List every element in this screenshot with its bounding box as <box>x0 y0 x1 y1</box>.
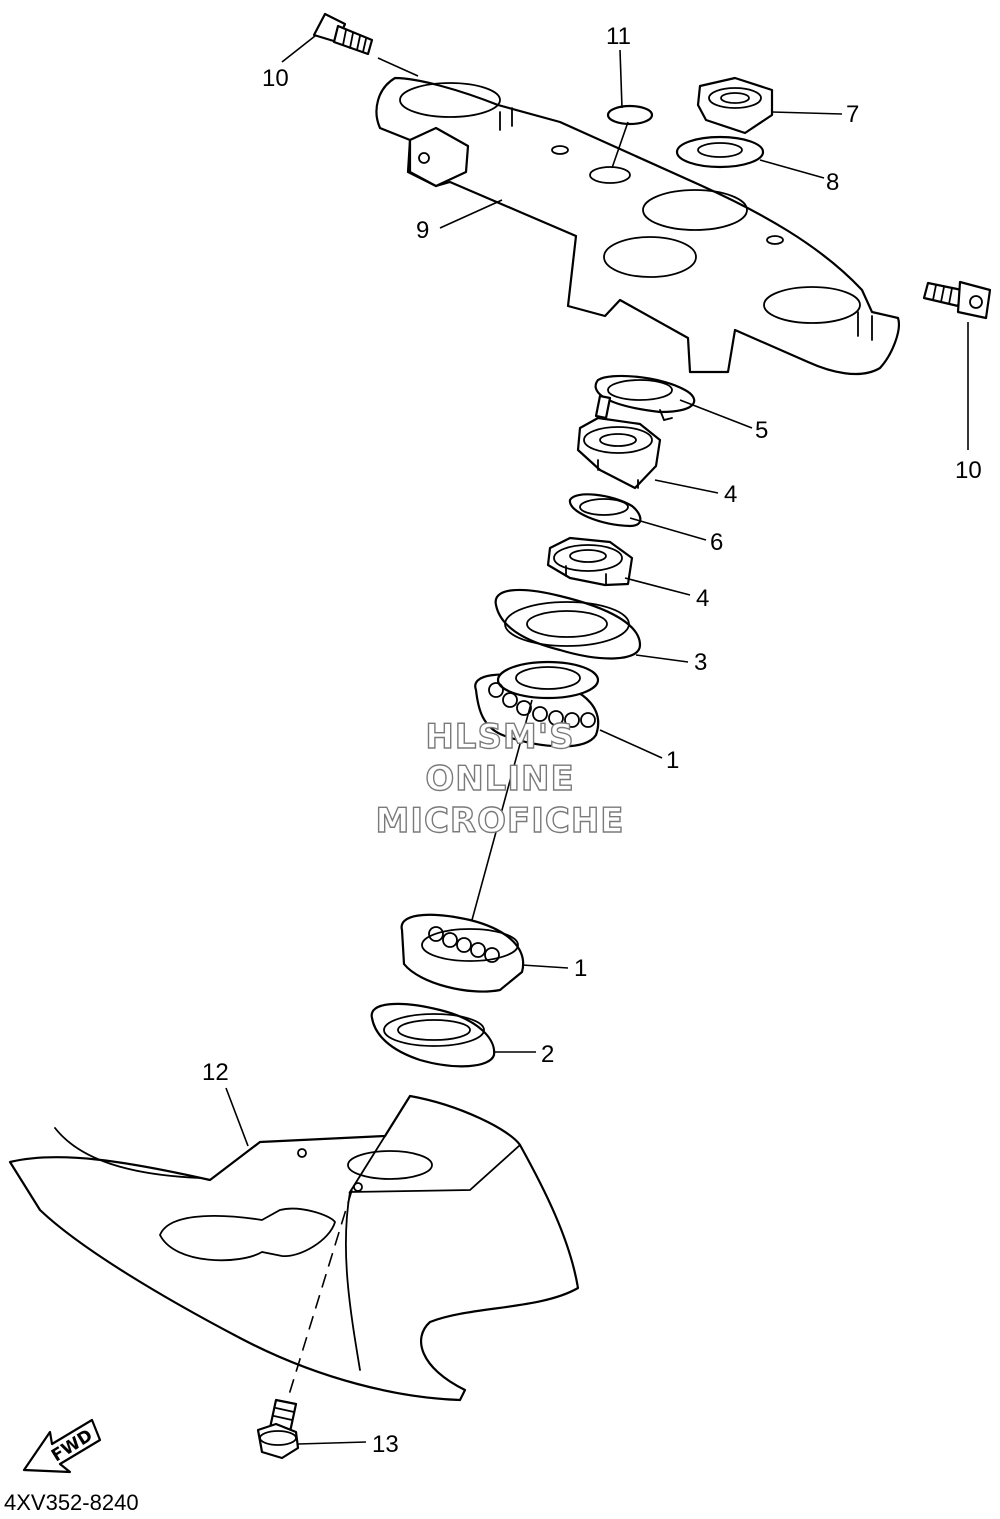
drawing-code: 4XV352-8240 <box>4 1490 139 1515</box>
callout-3: 3 <box>694 649 707 676</box>
washer-8 <box>675 135 765 169</box>
bearing-cover-3 <box>494 588 642 660</box>
ring-nut-4-upper <box>576 416 662 490</box>
callout-5: 5 <box>755 417 768 444</box>
callout-10-right: 10 <box>955 457 982 484</box>
washer-6 <box>568 493 642 528</box>
fwd-arrow-icon: FWD <box>22 1418 102 1474</box>
callout-9: 9 <box>416 217 429 244</box>
callout-6: 6 <box>710 529 723 556</box>
upper-bracket-9 <box>375 76 900 376</box>
bearing-1-lower <box>400 913 525 993</box>
callout-4-lower: 4 <box>696 585 709 612</box>
callout-10-left: 10 <box>262 65 289 92</box>
bolt-13 <box>256 1398 300 1460</box>
cover-12 <box>8 1094 580 1402</box>
callout-2: 2 <box>541 1041 554 1068</box>
bearing-1-upper <box>474 660 600 748</box>
callout-8: 8 <box>826 169 839 196</box>
seal-2 <box>370 1002 496 1068</box>
callout-4-upper: 4 <box>724 481 737 508</box>
nut-7 <box>696 76 774 135</box>
stem-axis-line <box>471 699 533 921</box>
callout-12: 12 <box>202 1059 229 1086</box>
watermark-line-3: MICROFICHE <box>375 801 624 841</box>
lock-washer-5 <box>594 374 696 422</box>
callout-1-lower: 1 <box>574 955 587 982</box>
watermark-line-2: ONLINE <box>425 759 574 799</box>
watermark: HLSM'S ONLINE MICROFICHE <box>375 716 624 841</box>
callout-labels: 10 11 7 8 9 5 10 4 6 4 3 1 1 2 12 13 <box>202 23 982 1458</box>
ring-nut-4-lower <box>546 536 634 587</box>
callout-11: 11 <box>606 23 631 50</box>
callout-7: 7 <box>846 101 859 128</box>
washer-11 <box>606 104 654 126</box>
leader-lines <box>225 35 969 1445</box>
bolt-10-right <box>922 280 992 320</box>
callout-1-upper: 1 <box>666 747 679 774</box>
bolt-10-left <box>312 12 374 56</box>
bolt-13-guide-line <box>287 1189 353 1399</box>
watermark-line-1: HLSM'S <box>425 717 574 757</box>
callout-13: 13 <box>372 1431 399 1458</box>
